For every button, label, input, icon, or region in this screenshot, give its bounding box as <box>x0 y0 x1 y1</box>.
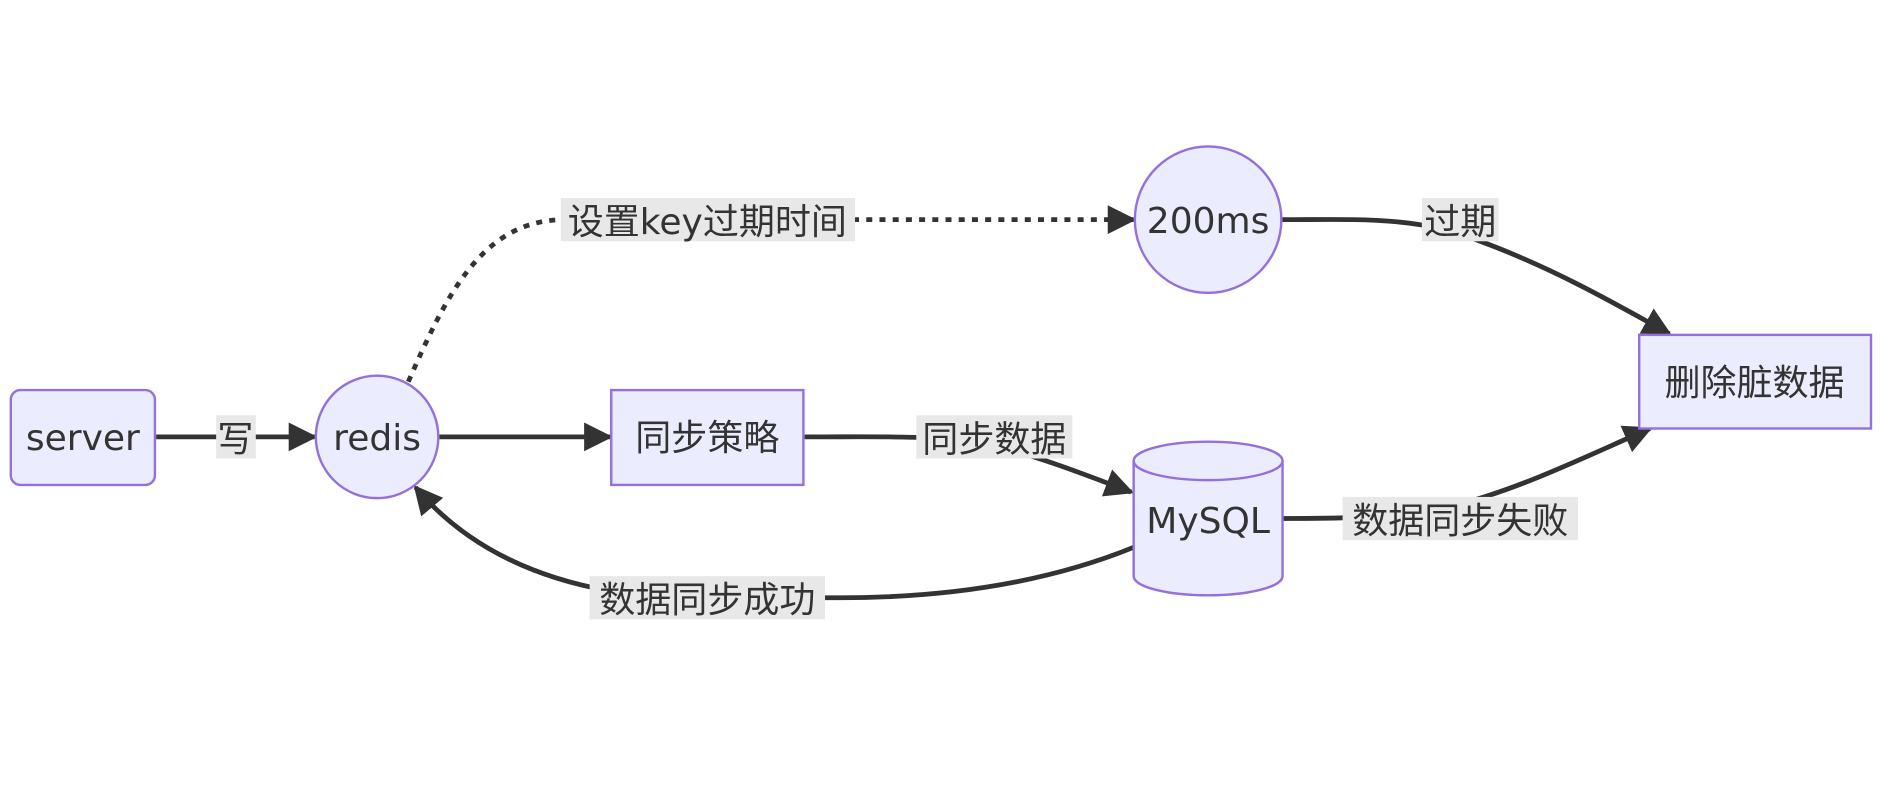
node-delete-dirty-data[interactable]: 删除脏数据 <box>1638 333 1873 430</box>
node-mysql-label: MySQL <box>1146 501 1270 542</box>
edge-label-sync-data-text: 同步数据 <box>922 419 1066 460</box>
node-mysql[interactable]: MySQL <box>1132 440 1284 597</box>
node-delete-dirty-data-label: 删除脏数据 <box>1664 363 1844 404</box>
node-redis-label: redis <box>333 418 421 459</box>
node-sync-strategy[interactable]: 同步策略 <box>610 388 805 487</box>
edge-label-set-key-expire: 设置key过期时间 <box>560 198 856 243</box>
node-200ms[interactable]: 200ms <box>1133 145 1283 295</box>
edge-label-expired: 过期 <box>1421 198 1499 243</box>
node-redis[interactable]: redis <box>314 374 440 500</box>
edge-label-sync-success: 数据同步成功 <box>589 576 826 621</box>
node-server-label: server <box>26 418 140 459</box>
node-200ms-label: 200ms <box>1147 201 1270 242</box>
node-sync-strategy-label: 同步策略 <box>635 418 779 459</box>
edge-label-write: 写 <box>216 415 256 460</box>
edge-label-sync-failed: 数据同步失败 <box>1342 496 1578 542</box>
edge-label-set-key-expire-text: 设置key过期时间 <box>568 202 847 243</box>
edge-redis-to-200ms-dotted <box>406 205 1137 383</box>
edge-label-expired-text: 过期 <box>1424 202 1496 243</box>
node-server[interactable]: server <box>9 388 157 487</box>
edge-label-sync-success-text: 数据同步成功 <box>599 580 815 621</box>
edge-label-sync-data: 同步数据 <box>916 415 1073 460</box>
edge-label-sync-failed-text: 数据同步失败 <box>1352 501 1568 542</box>
edge-label-write-text: 写 <box>217 419 253 460</box>
